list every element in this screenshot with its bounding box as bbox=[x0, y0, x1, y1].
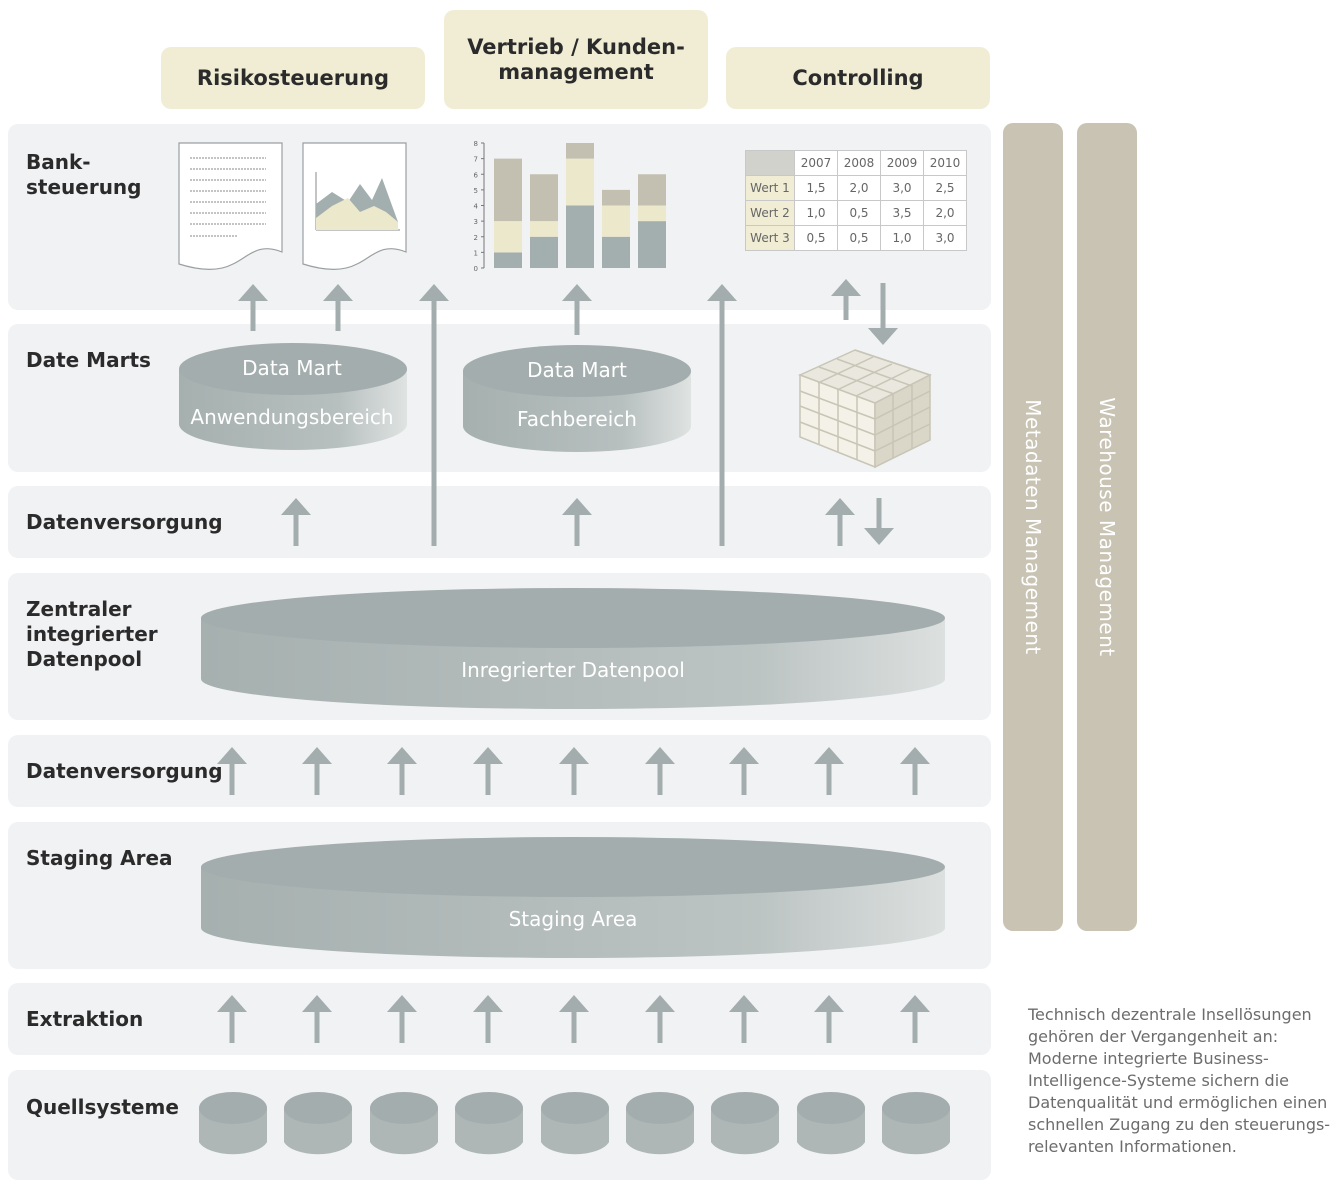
source-system-cylinder bbox=[455, 1092, 523, 1155]
stacked-bar-chart: 0 1 2 3 4 5 6 7 8 bbox=[474, 140, 666, 273]
bar-segment bbox=[494, 158, 522, 222]
metadaten-management-label: Metadaten Management bbox=[1021, 399, 1045, 655]
label-datenversorgung-2: Datenversorgung bbox=[26, 759, 223, 783]
table-cell: 1,5 bbox=[794, 175, 838, 201]
bar-segment bbox=[566, 143, 594, 159]
table-cell: 2,5 bbox=[923, 175, 967, 201]
controlling-box: Controlling bbox=[726, 47, 990, 109]
vertrieb-box: Vertrieb / Kunden- management bbox=[444, 10, 708, 109]
layer-extraktion bbox=[8, 983, 991, 1055]
bar-segment bbox=[602, 189, 630, 206]
y-tick-label: 2 bbox=[474, 234, 478, 242]
data-mart-fachbereich-cylinder bbox=[463, 345, 691, 452]
risikosteuerung-box: Risikosteuerung bbox=[161, 47, 425, 109]
table-row: Wert 1 1,5 2,0 3,0 2,5 bbox=[745, 175, 967, 201]
table-cell: 2,0 bbox=[923, 200, 967, 226]
label-extraktion: Extraktion bbox=[26, 1007, 144, 1031]
staging-area-cylinder bbox=[201, 837, 945, 958]
table-header-row: 2007 2008 2009 2010 bbox=[745, 150, 967, 176]
table-cell: 0,5 bbox=[794, 225, 838, 251]
table-header-cell: 2009 bbox=[880, 150, 924, 176]
data-mart-1-subtitle: Anwendungsbereich bbox=[190, 405, 394, 429]
integrierter-datenpool-cylinder bbox=[201, 588, 945, 709]
label-staging: Staging Area bbox=[26, 846, 173, 870]
bar-segment bbox=[566, 205, 594, 268]
source-system-cylinder bbox=[882, 1092, 950, 1155]
data-mart-2-subtitle: Fachbereich bbox=[517, 407, 637, 431]
table-cell: 3,0 bbox=[923, 225, 967, 251]
bar-segment bbox=[530, 221, 558, 237]
bar-segment bbox=[602, 236, 630, 268]
source-system-cylinder bbox=[370, 1092, 438, 1155]
label-datenpool: Zentraler integrierter Datenpool bbox=[26, 597, 158, 671]
bar-segment bbox=[638, 205, 666, 222]
olap-cube-icon bbox=[798, 349, 932, 469]
source-system-cylinder bbox=[199, 1092, 267, 1155]
text-report-icon bbox=[178, 142, 283, 270]
table-row: Wert 2 1,0 0,5 3,5 2,0 bbox=[745, 200, 967, 226]
values-table: 2007 2008 2009 2010 Wert 1 1,5 2,0 3,0 2… bbox=[745, 150, 967, 251]
table-cell: 1,0 bbox=[880, 225, 924, 251]
table-cell: 1,0 bbox=[794, 200, 838, 226]
label-datenversorgung-1: Datenversorgung bbox=[26, 510, 223, 534]
y-tick-label: 8 bbox=[474, 140, 478, 148]
y-tick-label: 4 bbox=[474, 203, 479, 211]
table-header-cell: 2008 bbox=[837, 150, 881, 176]
y-tick-label: 6 bbox=[474, 171, 479, 179]
source-system-cylinder bbox=[284, 1092, 352, 1155]
metadaten-management-bar: Metadaten Management bbox=[1003, 123, 1063, 931]
table-cell: 3,0 bbox=[880, 175, 924, 201]
table-row: Wert 3 0,5 0,5 1,0 3,0 bbox=[745, 225, 967, 251]
y-tick-label: 3 bbox=[474, 218, 478, 226]
table-corner bbox=[745, 150, 795, 176]
data-mart-2-title: Data Mart bbox=[527, 358, 627, 382]
bar-segment bbox=[494, 252, 522, 268]
label-datamarts: Date Marts bbox=[26, 348, 151, 372]
table-row-header: Wert 3 bbox=[745, 225, 795, 251]
chart-report-icon bbox=[302, 142, 407, 270]
warehouse-management-label: Warehouse Management bbox=[1095, 397, 1119, 657]
table-row-header: Wert 2 bbox=[745, 200, 795, 226]
label-quellsysteme: Quellsysteme bbox=[26, 1095, 179, 1119]
warehouse-management-bar: Warehouse Management bbox=[1077, 123, 1137, 931]
table-header-cell: 2007 bbox=[794, 150, 838, 176]
table-cell: 0,5 bbox=[837, 200, 881, 226]
caption-text: Technisch dezentrale Insellösungen gehör… bbox=[1028, 1005, 1331, 1156]
table-cell: 3,5 bbox=[880, 200, 924, 226]
y-tick-label: 1 bbox=[474, 249, 478, 257]
label-banksteuerung: Bank- steuerung bbox=[26, 150, 142, 199]
data-mart-anwendungsbereich-cylinder bbox=[179, 343, 407, 450]
table-cell: 2,0 bbox=[837, 175, 881, 201]
y-tick-label: 7 bbox=[474, 156, 478, 164]
bar-segment bbox=[638, 174, 666, 206]
source-system-cylinder bbox=[541, 1092, 609, 1155]
source-system-cylinder bbox=[797, 1092, 865, 1155]
bar-segment bbox=[530, 236, 558, 268]
bar-segment bbox=[566, 158, 594, 206]
table-cell: 0,5 bbox=[837, 225, 881, 251]
datenpool-label: Inregrierter Datenpool bbox=[461, 658, 685, 682]
table-header-cell: 2010 bbox=[923, 150, 967, 176]
bar-segment bbox=[602, 205, 630, 237]
bar-segment bbox=[530, 174, 558, 222]
bar-segment bbox=[494, 221, 522, 253]
bar-segment bbox=[638, 221, 666, 268]
y-tick-label: 0 bbox=[474, 265, 478, 273]
data-mart-1-title: Data Mart bbox=[242, 356, 342, 380]
staging-area-label: Staging Area bbox=[508, 907, 638, 931]
y-tick-label: 5 bbox=[474, 187, 478, 195]
table-row-header: Wert 1 bbox=[745, 175, 795, 201]
source-system-cylinder bbox=[626, 1092, 694, 1155]
source-system-cylinder bbox=[711, 1092, 779, 1155]
